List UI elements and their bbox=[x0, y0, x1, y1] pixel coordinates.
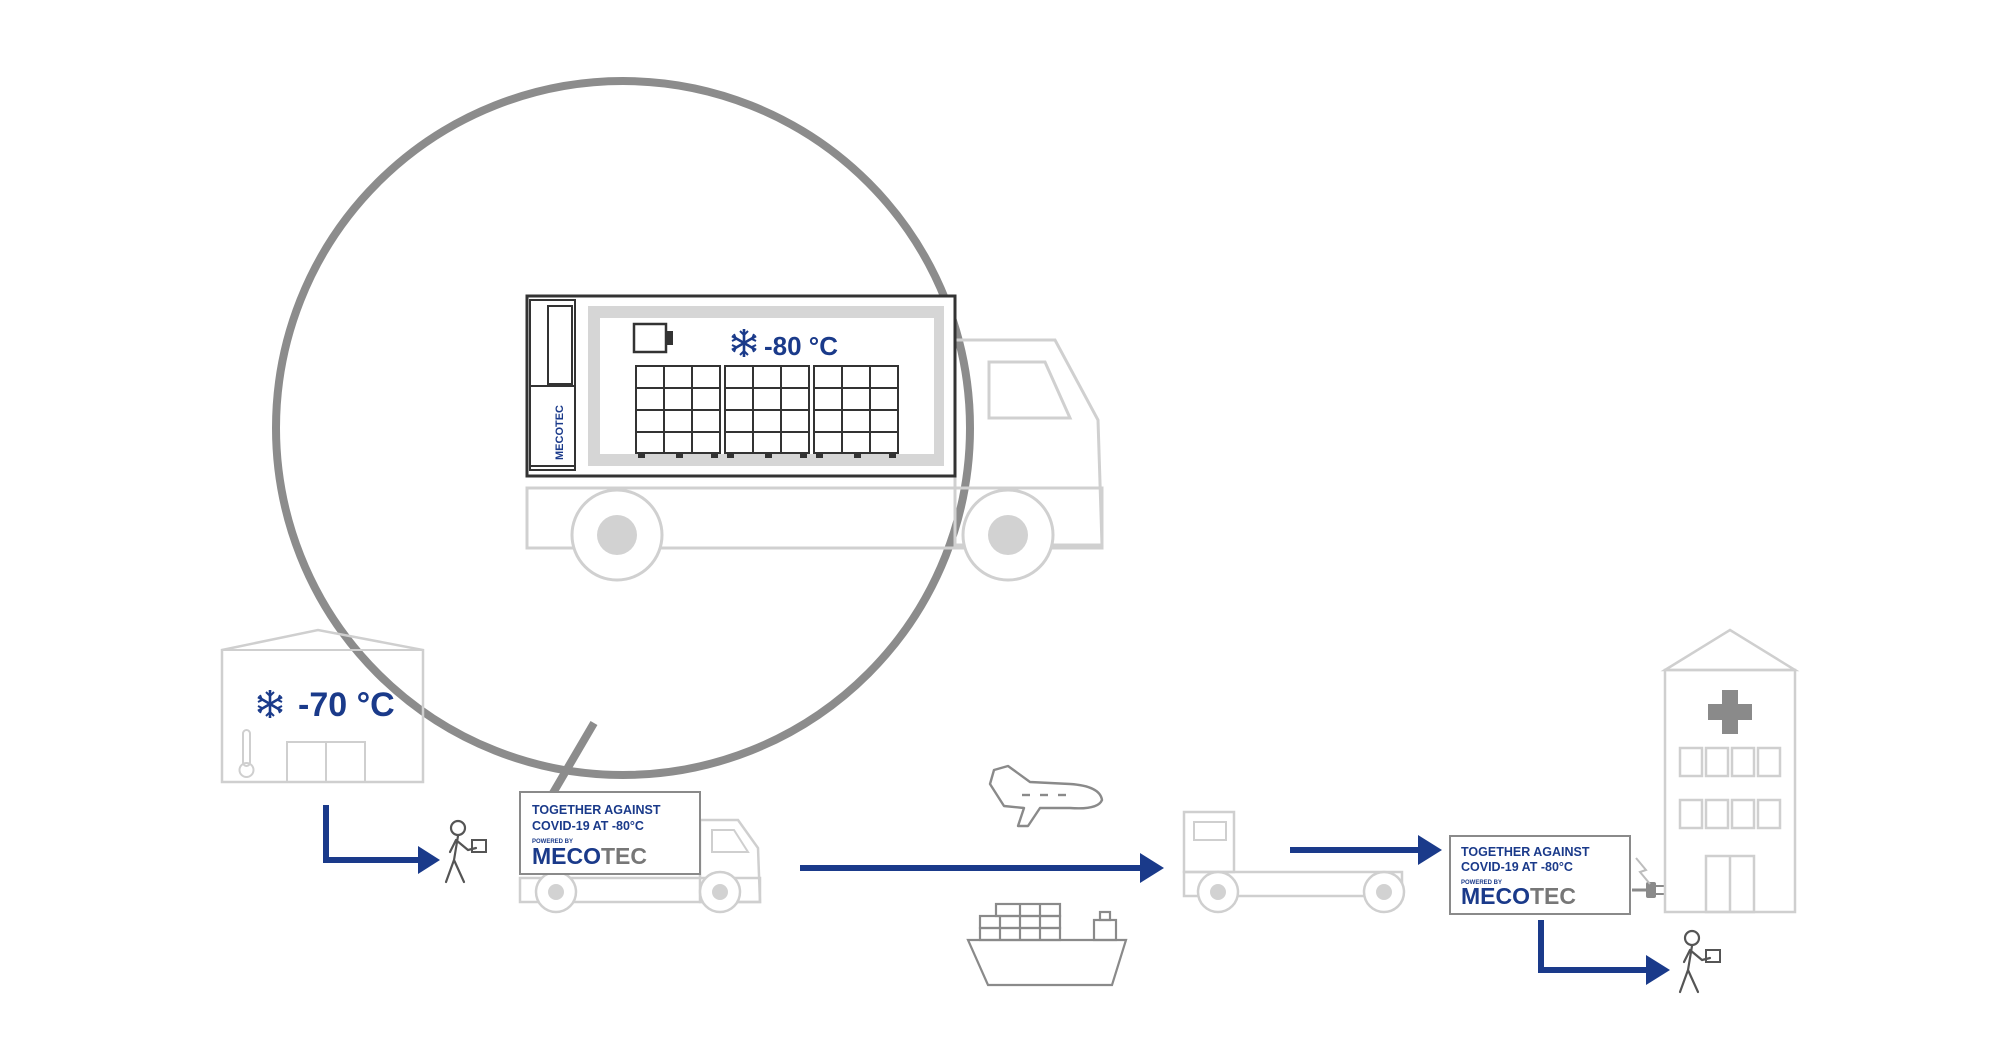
airplane-icon bbox=[988, 764, 1104, 828]
truck-1-line1: TOGETHER AGAINST bbox=[532, 803, 661, 817]
warehouse-temperature: -70 °C bbox=[298, 686, 395, 724]
warehouse: -70 °C bbox=[220, 628, 425, 784]
zoom-unit-brand: MECOTEC bbox=[554, 405, 566, 460]
truck-2 bbox=[1182, 810, 1406, 914]
panel-2-line1: TOGETHER AGAINST bbox=[1461, 845, 1590, 859]
person-carrying-box-icon bbox=[444, 819, 488, 884]
flow-arrow-1 bbox=[323, 805, 440, 874]
truck-1-brand: MECOTEC bbox=[532, 843, 647, 869]
panel-2-line2: COVID-19 AT -80°C bbox=[1461, 860, 1573, 874]
power-plug-icon bbox=[1632, 882, 1664, 898]
panel-2-powered-by: POWERED BY bbox=[1461, 880, 1502, 886]
freezer-panel-2: TOGETHER AGAINST COVID-19 AT -80°C POWER… bbox=[1449, 835, 1631, 915]
zoom-circle bbox=[272, 77, 974, 779]
flow-arrow-4 bbox=[1538, 920, 1670, 985]
panel-2-brand: MECOTEC bbox=[1461, 883, 1576, 909]
flow-arrow-2 bbox=[800, 853, 1164, 883]
zoom-truck: MECOTEC -80 °C bbox=[525, 294, 1104, 582]
hospital bbox=[1660, 628, 1800, 914]
lightning-icon bbox=[1635, 857, 1651, 885]
hospital-cross-icon bbox=[1708, 690, 1752, 734]
zoom-connector-line bbox=[549, 720, 598, 796]
thermometer-icon bbox=[238, 729, 255, 778]
truck-1-line2: COVID-19 AT -80°C bbox=[532, 819, 644, 833]
person-carrying-box-icon bbox=[1678, 929, 1722, 994]
truck-1: TOGETHER AGAINST COVID-19 AT -80°C POWER… bbox=[518, 791, 762, 914]
snowflake-icon bbox=[256, 688, 284, 720]
truck-1-powered-by: POWERED BY bbox=[532, 839, 573, 845]
truck-1-sign bbox=[519, 791, 701, 875]
zoom-temperature: -80 °C bbox=[764, 331, 838, 361]
flow-arrow-3 bbox=[1290, 835, 1442, 865]
ship-icon bbox=[966, 902, 1128, 987]
